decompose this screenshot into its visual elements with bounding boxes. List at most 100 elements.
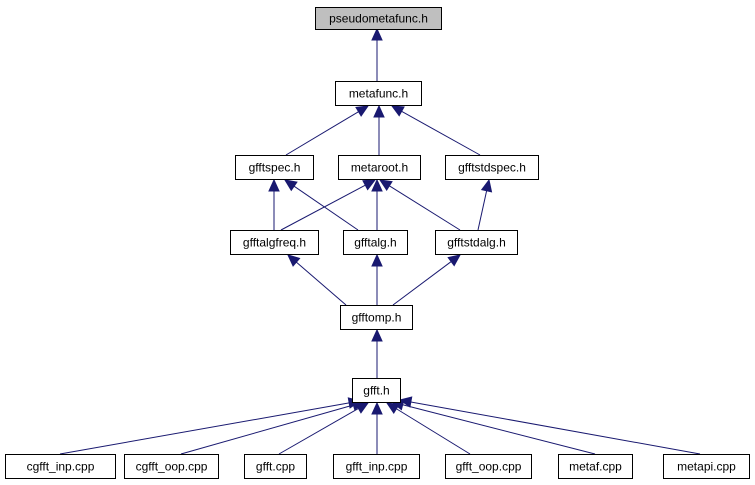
arrowhead (287, 254, 301, 267)
node-gfftspec[interactable]: gfftspec.h (235, 155, 314, 180)
edge-line (59, 402, 350, 455)
node-gfftstdspec[interactable]: gfftstdspec.h (445, 155, 539, 180)
node-gfft-inp[interactable]: gfft_inp.cpp (333, 454, 420, 479)
edge-line (278, 408, 359, 455)
node-label: gfft_oop.cpp (456, 460, 522, 474)
edge-gfft-to-gfftomp (371, 328, 383, 378)
node-box (315, 7, 442, 30)
edge-line (396, 408, 471, 455)
edge-line (293, 185, 359, 231)
arrowhead (355, 105, 370, 117)
node-box (235, 155, 314, 180)
node-label: metaroot.h (351, 161, 408, 175)
node-gfft-oop[interactable]: gfft_oop.cpp (445, 454, 532, 479)
arrowhead (268, 178, 280, 192)
arrowhead (371, 253, 383, 267)
edge-gfftstdalg-to-metaroot (378, 179, 461, 231)
nodes-layer: pseudometafunc.h metafunc.h gfftspec.h meta… (5, 7, 750, 479)
node-cgfft-inp[interactable]: cgfft_inp.cpp (5, 454, 116, 479)
edge-line (401, 110, 481, 156)
arrowhead (362, 179, 377, 191)
edge-gfft_inp-to-gfft (371, 401, 383, 454)
node-label: gfftstdspec.h (458, 161, 526, 175)
node-box (230, 230, 319, 255)
arrowhead (378, 179, 393, 191)
node-gfftomp[interactable]: gfftomp.h (340, 305, 413, 330)
node-box (343, 230, 408, 255)
node-gfftalg[interactable]: gfftalg.h (343, 230, 408, 255)
node-box (244, 454, 307, 479)
arrowhead (398, 396, 413, 408)
edge-gfft_cpp-to-gfft (278, 402, 370, 455)
edge-line (280, 184, 366, 231)
edge-gfftstdspec-to-metafunc (390, 105, 481, 156)
node-box (558, 454, 633, 479)
node-box (445, 454, 532, 479)
node-box (5, 454, 116, 479)
edge-gfftalg-to-gfftspec (284, 179, 359, 231)
edge-gfftstdalg-to-gfftstdspec (477, 178, 493, 231)
node-label: pseudometafunc.h (329, 12, 428, 26)
edge-metapi-to-gfft (398, 396, 701, 455)
node-label: metapi.cpp (677, 460, 736, 474)
node-box (335, 81, 422, 106)
node-label: metafunc.h (349, 87, 408, 101)
edge-gfftomp-to-gfftalg (371, 253, 383, 305)
node-gfft-cpp[interactable]: gfft.cpp (244, 454, 307, 479)
edge-gfftomp-to-gfftalgfreq (287, 254, 347, 306)
arrowhead (371, 178, 383, 192)
edge-metafunc-to-pseudometafunc (371, 27, 383, 81)
node-cgfft-oop[interactable]: cgfft_oop.cpp (124, 454, 219, 479)
node-label: gfft_inp.cpp (346, 460, 408, 474)
node-metaroot[interactable]: metaroot.h (338, 155, 421, 180)
node-label: metaf.cpp (569, 460, 622, 474)
arrowhead (355, 402, 370, 414)
arrowhead (447, 254, 461, 267)
node-box (445, 155, 539, 180)
node-box (333, 454, 420, 479)
node-label: gfftomp.h (352, 311, 402, 325)
node-label: gfft.cpp (256, 460, 295, 474)
node-metafunc[interactable]: metafunc.h (335, 81, 422, 106)
arrowhead (371, 401, 383, 415)
node-gfftalgfreq[interactable]: gfftalgfreq.h (230, 230, 319, 255)
node-label: gfftalgfreq.h (243, 236, 306, 250)
edge-gfftalgfreq-to-gfftspec (268, 178, 280, 230)
node-label: gfftalg.h (354, 236, 396, 250)
edge-metaroot-to-metafunc (373, 104, 385, 155)
node-box (124, 454, 219, 479)
node-pseudometafunc: pseudometafunc.h (315, 7, 442, 30)
node-box (352, 378, 401, 403)
edge-cgfft_oop-to-gfft (180, 399, 366, 455)
node-label: cgfft_oop.cpp (136, 460, 208, 474)
edge-gfftomp-to-gfftstdalg (392, 254, 461, 306)
edges-layer (59, 27, 701, 455)
edge-line (402, 404, 596, 455)
arrowhead (480, 178, 493, 193)
edge-line (296, 261, 347, 306)
arrowhead (390, 105, 405, 117)
node-gfft[interactable]: gfft.h (352, 378, 401, 403)
node-gfftstdalg[interactable]: gfftstdalg.h (435, 230, 518, 255)
arrowhead (373, 104, 385, 118)
edge-line (392, 261, 452, 306)
edge-line (410, 401, 701, 455)
edge-line (389, 185, 461, 231)
arrowhead (371, 27, 383, 41)
node-metapi[interactable]: metapi.cpp (663, 454, 750, 479)
edge-gfftspec-to-metafunc (285, 105, 370, 156)
edge-gfftalgfreq-to-metaroot (280, 179, 377, 231)
arrowhead (371, 328, 383, 342)
node-label: cgfft_inp.cpp (27, 460, 95, 474)
node-box (435, 230, 518, 255)
arrowhead (284, 179, 298, 192)
node-label: gfftstdalg.h (447, 236, 506, 250)
edge-line (477, 190, 488, 231)
node-metaf[interactable]: metaf.cpp (558, 454, 633, 479)
edge-line (285, 111, 359, 156)
node-label: gfftspec.h (249, 161, 301, 175)
edge-metaf-to-gfft (390, 399, 596, 455)
node-box (338, 155, 421, 180)
node-box (340, 305, 413, 330)
